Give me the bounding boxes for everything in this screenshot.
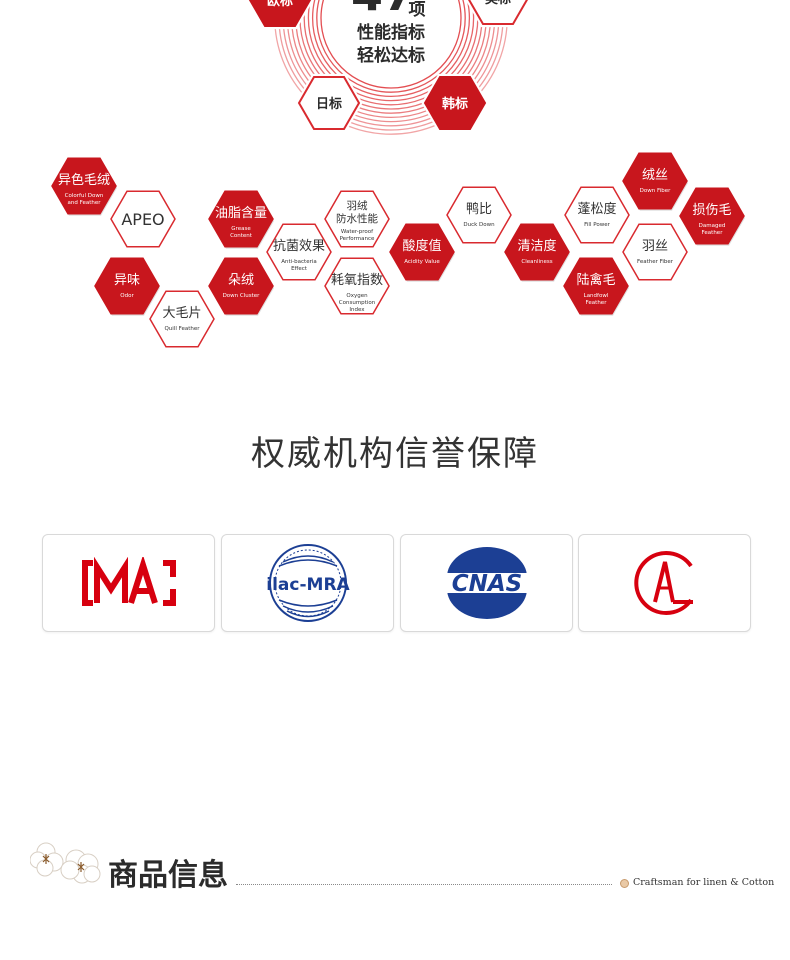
authority-title: 权威机构信誉保障 bbox=[251, 434, 539, 474]
ilac-mra-logo-icon: ilac-MRA bbox=[266, 544, 350, 622]
indicator-hex-14: 绒丝 Down Fiber bbox=[622, 152, 688, 211]
standard-label: 欧标 bbox=[267, 0, 293, 9]
indicator-hex-2: 异味 Odor bbox=[94, 257, 160, 316]
cma-logo-card bbox=[42, 534, 215, 632]
cal-logo-card bbox=[578, 534, 751, 632]
indicator-label: 异味 bbox=[114, 273, 140, 288]
hero-line-1: 性能指标 bbox=[357, 22, 425, 43]
indicator-hex-15: 羽丝 Feather Fiber bbox=[622, 223, 688, 281]
indicator-label: 抗菌效果 bbox=[273, 239, 325, 254]
cnas-logo-icon: CNAS bbox=[442, 547, 531, 619]
indicator-label: 绒丝 bbox=[642, 168, 668, 183]
count-unit: 项 bbox=[409, 0, 426, 20]
indicator-subtitle: Oxygen bbox=[346, 293, 368, 299]
indicator-subtitle: Performance bbox=[340, 236, 375, 242]
cma-logo-icon bbox=[81, 557, 176, 606]
indicator-label: 异色毛绒 bbox=[58, 172, 110, 188]
indicator-subtitle: Cleanliness bbox=[521, 259, 552, 265]
ilac-mra-logo-card: ilac-MRA bbox=[221, 534, 394, 632]
indicator-subtitle: Duck Down bbox=[463, 222, 495, 228]
standard-hex-3: 韩标 bbox=[421, 73, 489, 133]
indicator-label: 朵绒 bbox=[228, 273, 254, 288]
indicator-subtitle: Down Cluster bbox=[223, 293, 261, 299]
standard-hex-2: 日标 bbox=[295, 73, 363, 133]
indicator-subtitle: Consumption bbox=[339, 300, 376, 306]
indicator-hex-3: 大毛片 Quill Feather bbox=[149, 290, 215, 348]
indicator-label: 大毛片 bbox=[162, 306, 201, 321]
indicator-hex-12: 蓬松度 Fill Power bbox=[564, 186, 630, 244]
standard-label: 日标 bbox=[316, 96, 342, 112]
section-header-title: 商品信息 bbox=[108, 858, 228, 893]
indicator-subtitle: Odor bbox=[120, 293, 134, 299]
indicator-subtitle: Down Fiber bbox=[640, 188, 671, 194]
indicator-subtitle: Quill Feather bbox=[164, 326, 200, 332]
indicator-subtitle: Feather bbox=[702, 230, 724, 236]
indicator-subtitle: Content bbox=[230, 233, 253, 239]
indicator-subtitle: Water-proof bbox=[341, 229, 374, 235]
indicator-subtitle: Anti-bacteria bbox=[281, 259, 317, 265]
indicator-label: 蓬松度 bbox=[577, 201, 616, 217]
indicator-subtitle: Index bbox=[349, 307, 365, 313]
svg-text:ilac-MRA: ilac-MRA bbox=[266, 575, 350, 595]
indicator-subtitle: Landfowl bbox=[584, 293, 609, 299]
svg-text:CNAS: CNAS bbox=[451, 571, 522, 597]
indicator-label: 清洁度 bbox=[517, 238, 556, 254]
standard-hex-0: 欧标 bbox=[246, 0, 314, 30]
indicator-subtitle: Effect bbox=[291, 266, 308, 272]
indicator-label: 羽丝 bbox=[642, 239, 668, 254]
indicator-subtitle: Feather Fiber bbox=[637, 259, 674, 265]
cnas-logo-card: CNAS bbox=[400, 534, 573, 632]
indicator-hex-1: APEO bbox=[110, 190, 176, 248]
indicator-label: 鸭比 bbox=[466, 202, 492, 217]
indicator-hex-9: 酸度值 Acidity Value bbox=[389, 223, 455, 282]
indicator-label: 陆禽毛 bbox=[576, 272, 615, 288]
indicator-subtitle: Colorful Down bbox=[65, 193, 104, 199]
indicator-subtitle: and Feather bbox=[68, 200, 102, 206]
indicator-label: 防水性能 bbox=[336, 212, 378, 225]
indicator-subtitle: Fill Power bbox=[584, 222, 610, 228]
indicator-subtitle: Acidity Value bbox=[404, 259, 440, 265]
standard-label: 韩标 bbox=[442, 96, 468, 112]
cal-logo-icon bbox=[633, 551, 693, 615]
indicator-subtitle: Feather bbox=[586, 300, 608, 306]
indicator-label: 损伤毛 bbox=[692, 203, 731, 218]
indicator-label: APEO bbox=[121, 210, 164, 229]
indicator-graphic: 47 项 性能指标 轻松达标 欧标 美标日标 韩标 异色毛绒 Colorful Dow… bbox=[51, 0, 745, 348]
standard-hex-1: 美标 bbox=[465, 0, 531, 28]
indicator-hex-11: 清洁度 Cleanliness bbox=[504, 223, 570, 282]
indicator-label: 耗氧指数 bbox=[331, 273, 383, 288]
standards-group: 欧标 美标日标 韩标 bbox=[246, 0, 531, 133]
indicator-hex-5: 朵绒 Down Cluster bbox=[208, 257, 274, 316]
indicator-label: 油脂含量 bbox=[215, 205, 267, 221]
indicator-hex-10: 鸭比 Duck Down bbox=[446, 186, 512, 244]
indicator-subtitle: Damaged bbox=[699, 223, 726, 229]
cotton-flower-icon bbox=[30, 842, 101, 884]
hero-line-2: 轻松达标 bbox=[357, 45, 425, 66]
dotted-divider bbox=[236, 884, 612, 885]
indicator-subtitle: Grease bbox=[231, 226, 251, 232]
standard-label: 美标 bbox=[485, 0, 511, 7]
section-header-subtitle: Craftsman for linen & Cotton bbox=[633, 877, 775, 888]
bullet-dot-icon bbox=[620, 879, 629, 888]
indicator-label: 羽绒 bbox=[347, 199, 368, 212]
indicator-label: 酸度值 bbox=[402, 238, 441, 254]
count-number: 47 bbox=[351, 0, 415, 21]
